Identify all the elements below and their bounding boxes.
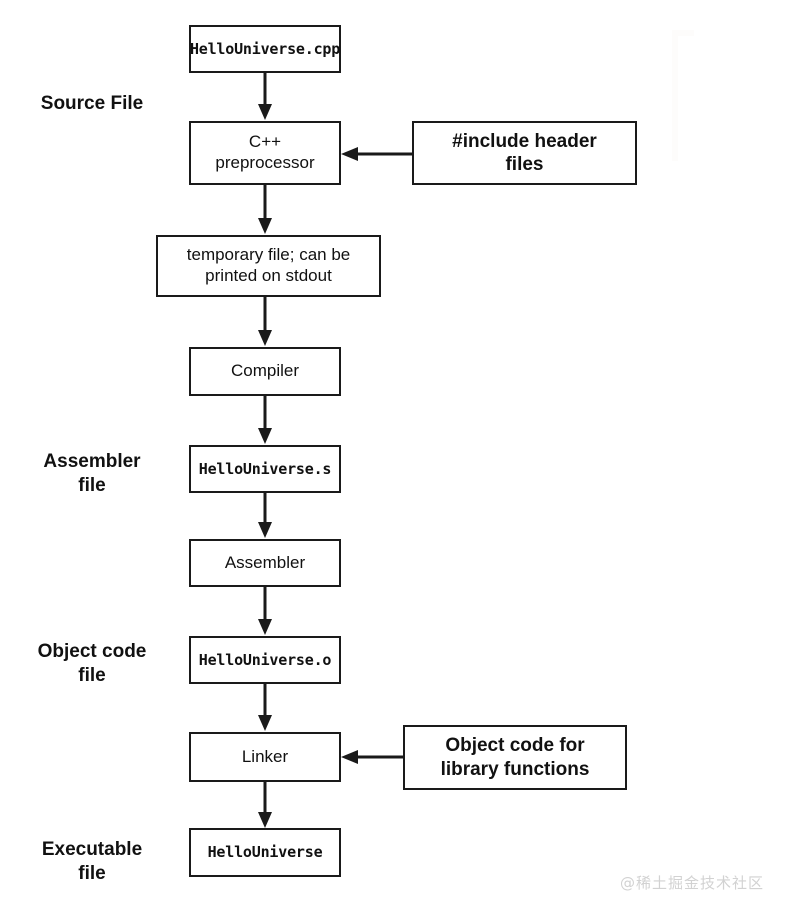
arrow-library-to-linker	[341, 747, 404, 767]
arrow-compiler-to-asm-file	[255, 396, 275, 445]
stage-label-assembler-file: Assembler file	[43, 451, 141, 497]
arrow-asm-file-to-assembler	[255, 493, 275, 539]
node-assembler[interactable]: Assembler	[189, 539, 341, 587]
stage-label-executable-file: Executable file	[41, 839, 143, 885]
watermark: @稀土掘金技术社区	[620, 874, 765, 892]
node-compiler[interactable]: Compiler	[189, 347, 341, 396]
node-assembler-file[interactable]: HelloUniverse.s	[189, 445, 341, 493]
node-include-header-files[interactable]: #include header files	[412, 121, 637, 185]
scan-artifact	[672, 30, 694, 36]
arrow-linker-to-executable	[255, 782, 275, 829]
arrow-obj-file-to-linker	[255, 684, 275, 732]
node-linker[interactable]: Linker	[189, 732, 341, 782]
stage-label-object-code-file: Object code file	[37, 641, 147, 687]
node-executable[interactable]: HelloUniverse	[189, 828, 341, 877]
arrow-source-to-preprocessor	[255, 73, 275, 121]
node-preprocessor[interactable]: C++ preprocessor	[189, 121, 341, 185]
arrow-assembler-to-obj-file	[255, 587, 275, 636]
arrow-include-to-preprocessor	[341, 144, 413, 164]
node-library-object-code[interactable]: Object code for library functions	[403, 725, 627, 790]
node-object-file[interactable]: HelloUniverse.o	[189, 636, 341, 684]
arrow-preprocessor-to-temp-file	[255, 185, 275, 235]
arrow-temp-file-to-compiler	[255, 297, 275, 347]
node-source-file[interactable]: HelloUniverse.cpp	[189, 25, 341, 73]
scan-artifact-2	[672, 36, 678, 161]
stage-label-source-file: Source File	[40, 93, 144, 114]
node-temporary-file[interactable]: temporary file; can be printed on stdout	[156, 235, 381, 297]
